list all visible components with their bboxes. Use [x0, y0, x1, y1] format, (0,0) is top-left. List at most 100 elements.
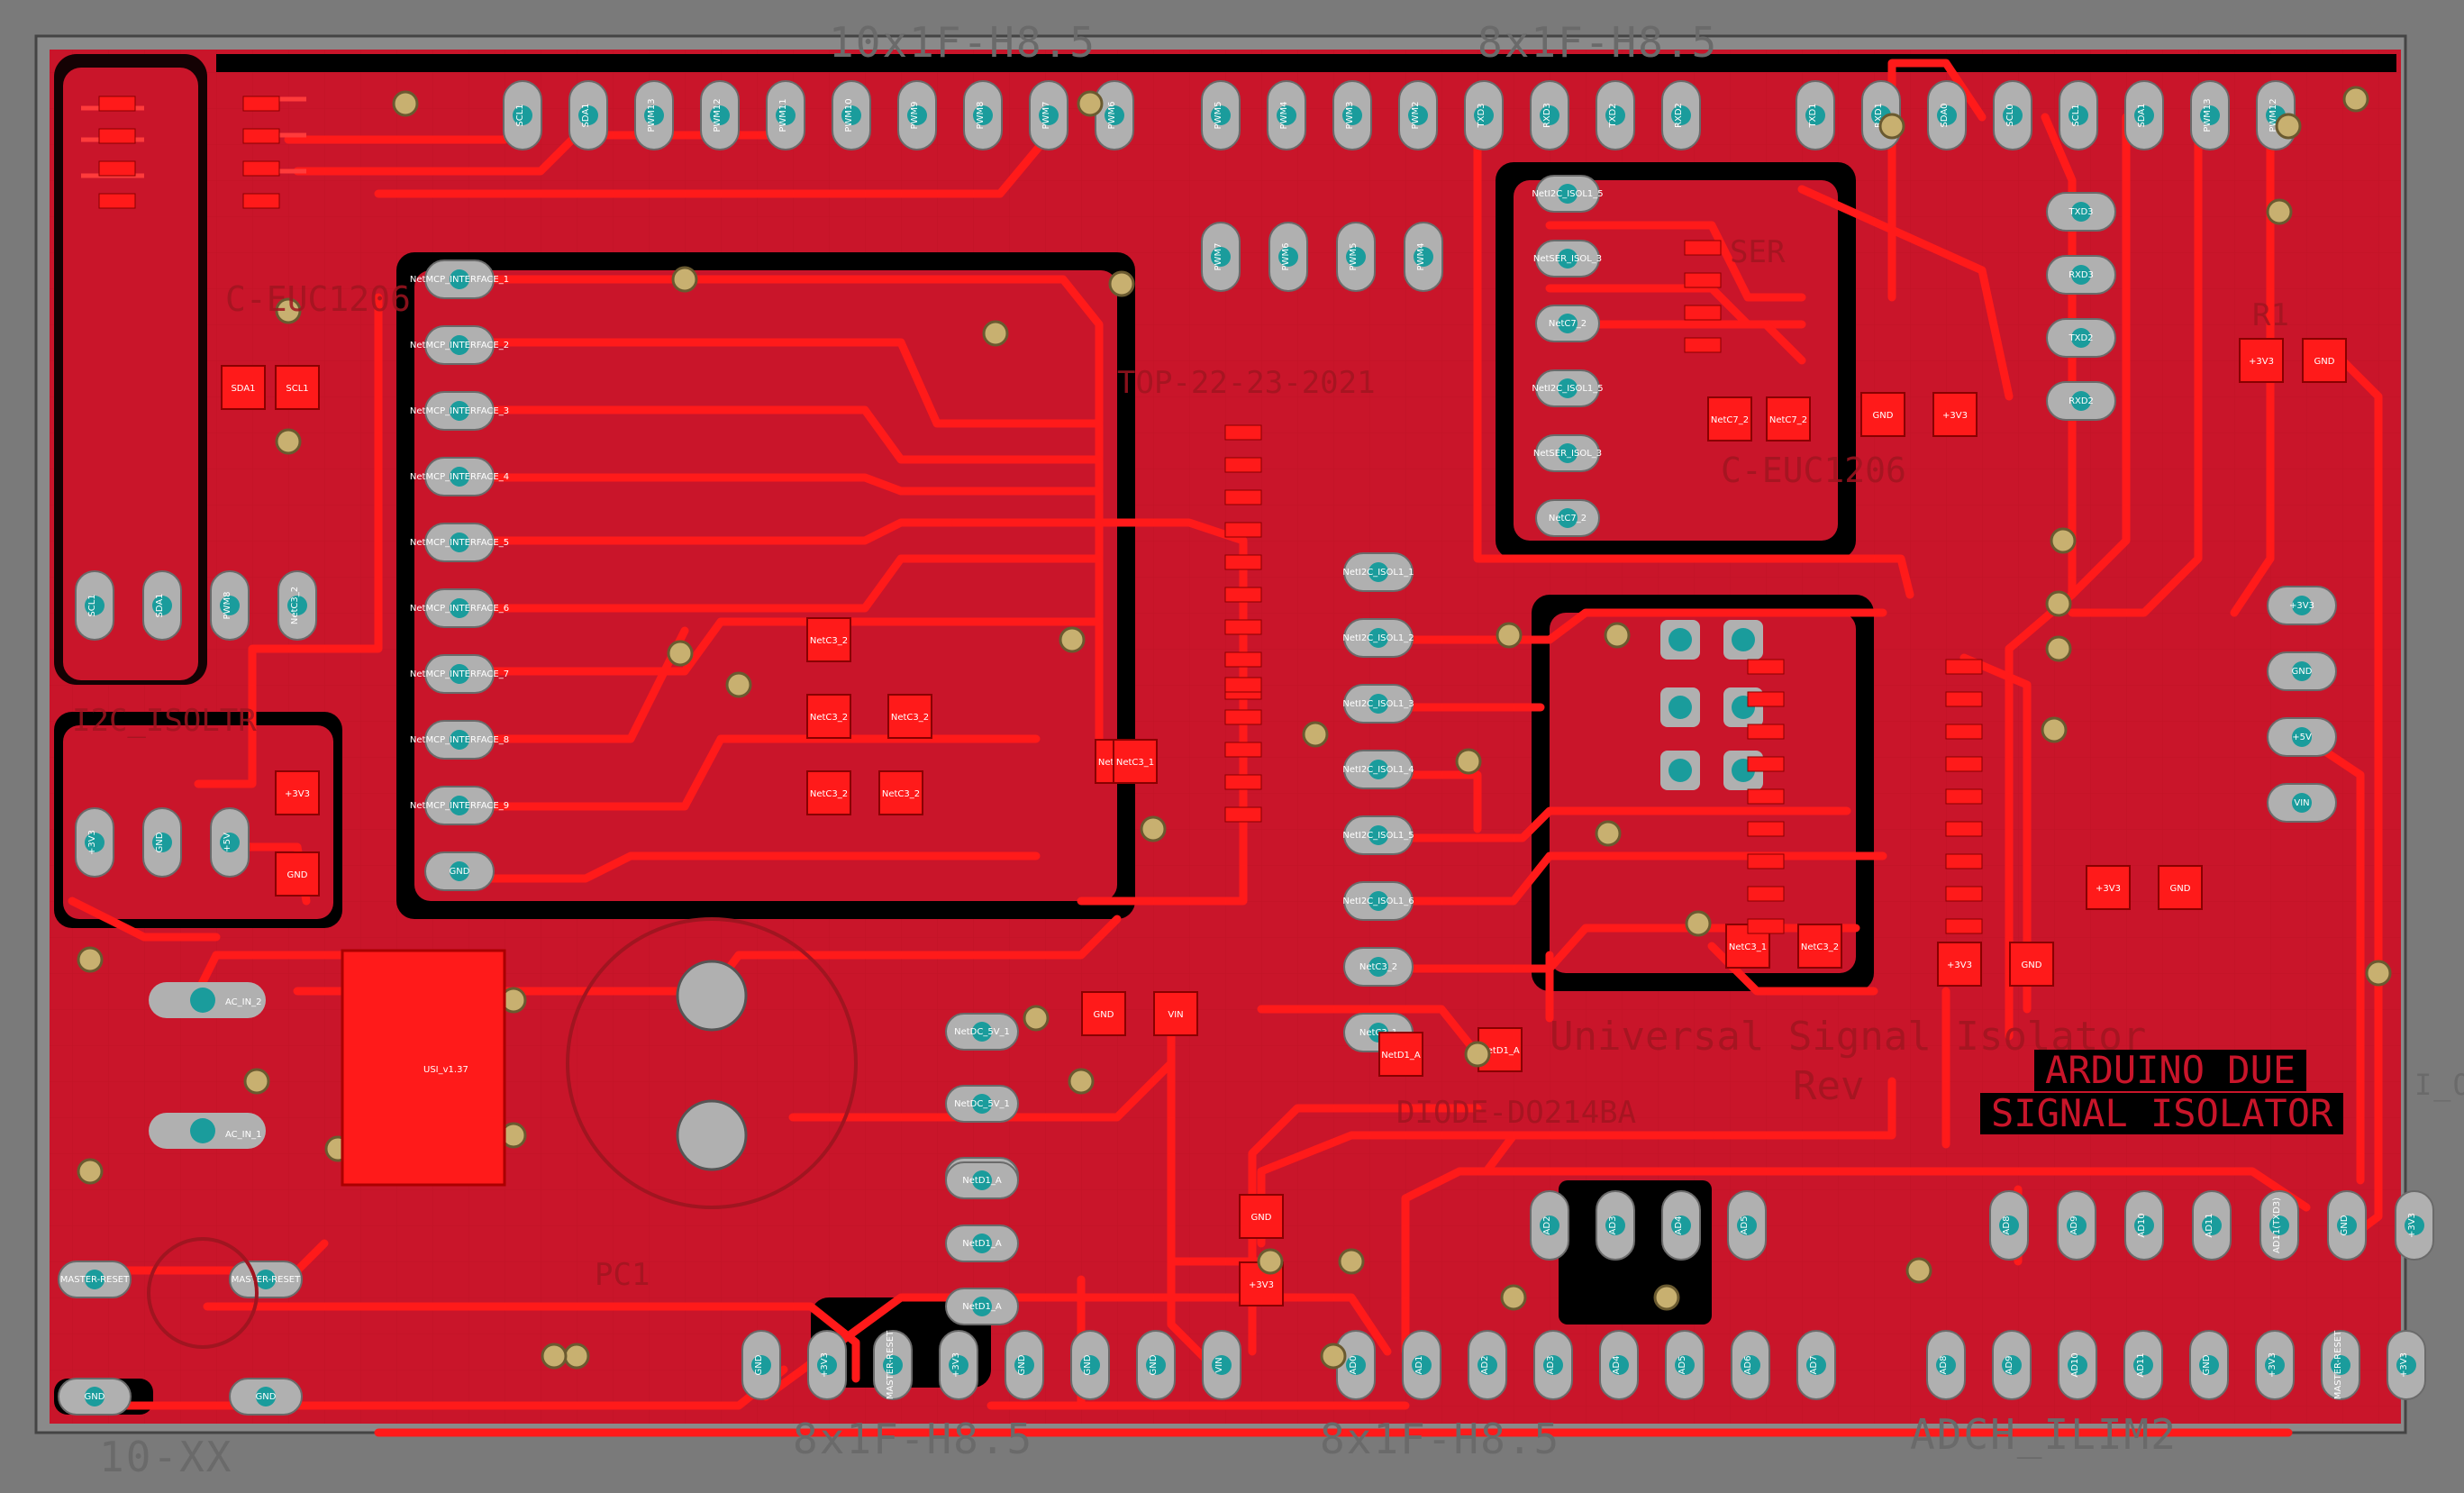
right-header-pin: GND: [2327, 1190, 2367, 1261]
ic-pin: [1224, 424, 1262, 441]
top-header-pin-label: PWM10: [844, 98, 854, 132]
right-header-pin-label: GND: [2340, 1215, 2350, 1235]
bottom-header-pin: AD11: [2123, 1330, 2163, 1400]
smd-pad: +3V3: [2239, 338, 2284, 383]
bottom-header-pin-label: AD2: [1480, 1356, 1490, 1375]
smd-pad-label: NetD1_A: [1480, 1046, 1520, 1056]
vias: [77, 86, 2392, 1370]
top-header-pin-label: TXD2: [1608, 103, 1618, 128]
top-header-pin: RXD2: [1661, 80, 1701, 150]
top-header-pin: SCL0: [1993, 80, 2032, 150]
ic-pin: [242, 96, 280, 112]
bottom-header-pin-label: +3V3: [2399, 1352, 2409, 1378]
smd-pad-label: GND: [2022, 960, 2042, 970]
via: [243, 1068, 270, 1095]
top-header-pin-hole: [841, 105, 861, 125]
bottom-header-pin: +3V3: [939, 1330, 978, 1400]
ic-pin: [1224, 587, 1262, 603]
via: [2041, 716, 2068, 743]
ser-pin: NetI2C_ISOL1_5: [1532, 175, 1604, 213]
ic-pin: [1224, 709, 1262, 725]
dc-pin-label: NetDC_5V_1: [954, 1027, 1010, 1037]
ic-pin: [1747, 659, 1785, 675]
smd-pad: GND: [2302, 338, 2347, 383]
silk-i2c: I2C_ISOLTR: [72, 703, 257, 739]
bottom-header-pin-label: GND: [1083, 1354, 1093, 1375]
mcp-pin: GND: [424, 851, 495, 891]
top-header-pin: SDA0: [1927, 80, 1967, 150]
mcp-pin-hole: [450, 730, 469, 750]
pwm-row-pin-hole: [1278, 247, 1298, 267]
smd-pad: NetC3_2: [806, 617, 851, 662]
top-header-pin-label: SDA1: [581, 103, 591, 127]
left-power-pin-hole: [85, 833, 105, 852]
ic-pin: [1224, 651, 1262, 668]
ic-pin: [1224, 619, 1262, 635]
pwm-row-pin-hole: [1211, 247, 1231, 267]
smd-pad-label: NetC3_1: [1116, 758, 1154, 768]
top-header-pin: PWM12: [700, 80, 740, 150]
right-header-pin-hole: [1999, 1215, 2019, 1235]
reset-pin-hole: [85, 1387, 105, 1407]
bottom-left-header-label: 8x1F-H8.5: [793, 1415, 1034, 1463]
top-header-pin-hole: [776, 105, 796, 125]
via: [275, 297, 302, 324]
right-header-pin-label: AD11: [2205, 1213, 2214, 1237]
top-header-pin: PWM3: [1332, 80, 1372, 150]
via: [392, 90, 419, 117]
smd-pad-body: [1113, 739, 1158, 784]
isolator-pin: NetI2C_ISOL1_1: [1342, 552, 1414, 592]
via: [541, 1343, 568, 1370]
dc2-pin-hole: [972, 1170, 992, 1190]
ic-pin: [1224, 677, 1262, 693]
reset-pin-label: GND: [256, 1392, 277, 1402]
right-col-pin: +5V: [2267, 717, 2337, 757]
ic-pin: [1224, 774, 1262, 790]
smd-pad-body: [887, 694, 932, 739]
top-header-pin-label: PWM5: [1214, 102, 1223, 130]
top-header-pin-hole: [973, 105, 993, 125]
smd-pad: GND: [1860, 392, 1905, 437]
bottom-header-pin-hole: [2002, 1355, 2022, 1375]
top-header-pin: RXD3: [1530, 80, 1569, 150]
top-header-pin: SCL1: [503, 80, 542, 150]
bottom-header-pin: +3V3: [2255, 1330, 2295, 1400]
mcp-pin: NetMCP_INTERFACE_6: [410, 588, 509, 628]
ic-pin: [1224, 742, 1262, 758]
bottom-header-pin-label: AD7: [1809, 1356, 1819, 1375]
bottom-header-pin: GND: [741, 1330, 781, 1400]
ic-pin: [98, 160, 136, 177]
isolator-pin-label: NetC3_2: [1359, 962, 1397, 972]
bottom-header-pin-label: AD0: [1349, 1356, 1359, 1375]
top-header-pin-label: PWM12: [713, 98, 723, 132]
bottom-header-pin-hole: [1543, 1355, 1563, 1375]
smd-pad-body: [1153, 991, 1198, 1036]
smd-pad-body: [275, 365, 320, 410]
top-header-pin-hole: [1039, 105, 1059, 125]
adc-row-pin-hole: [1605, 1215, 1625, 1235]
mcp-pin: NetMCP_INTERFACE_9: [410, 786, 509, 825]
bottom-header-pin-hole: [2265, 1355, 2285, 1375]
isolator-pin-label: NetI2C_ISOL1_6: [1342, 897, 1414, 906]
smd-pad-label: NetC3_1: [1729, 942, 1767, 952]
bottom-header-pin-label: AD6: [1743, 1356, 1753, 1375]
txrx-pin-label: TXD3: [2068, 207, 2093, 217]
txrx-pin-hole: [2071, 391, 2091, 411]
right-col-pin-hole: [2292, 793, 2312, 813]
via: [1257, 1248, 1284, 1275]
ac-in-1-label: AC_IN_1: [225, 1130, 261, 1140]
mcp-pin-hole: [450, 467, 469, 487]
txrx-pin-hole: [2071, 328, 2091, 348]
left-power-pin: +3V3: [75, 807, 114, 878]
pwm-row-pin-label: PWM7: [1214, 243, 1223, 271]
pwm-row-pin: PWM6: [1268, 222, 1308, 292]
ser-pin: NetSER_ISOL_3: [1533, 240, 1602, 278]
ic-pin: [1945, 756, 1983, 772]
top-header-pin-label: SDA0: [1940, 103, 1950, 127]
right-header-pin-label: AD10: [2137, 1213, 2147, 1237]
top-header-pin-hole: [2003, 105, 2023, 125]
reset-pin: GND: [229, 1378, 303, 1416]
bottom-header-pin-hole: [1080, 1355, 1100, 1375]
